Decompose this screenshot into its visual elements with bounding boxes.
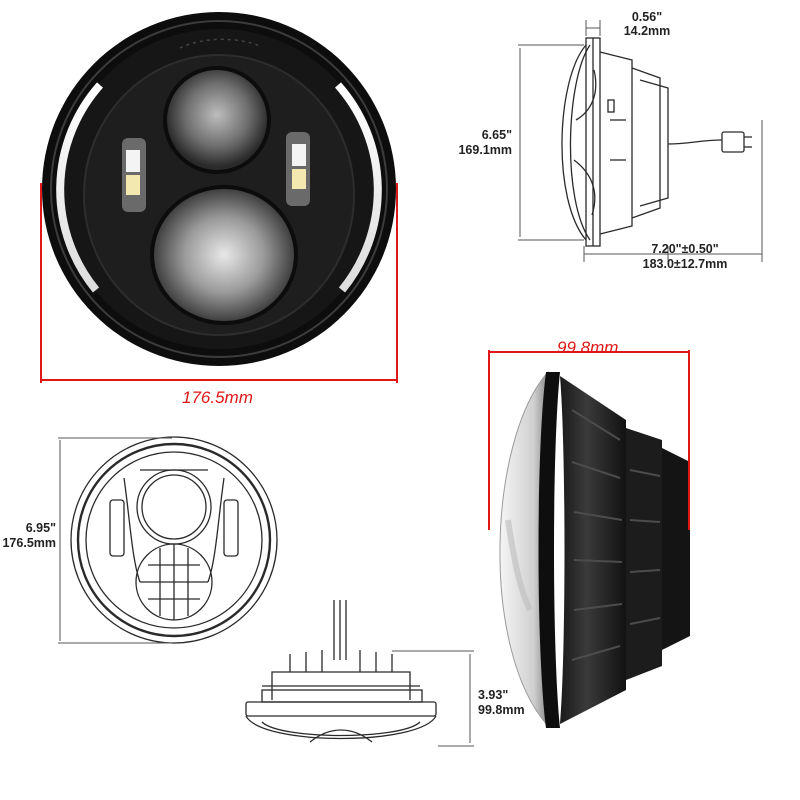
front-width-label: 176.5mm — [182, 388, 253, 407]
high-beam-lens — [165, 68, 269, 172]
side-housing — [560, 376, 626, 724]
bezel-depth-inches: 0.56" — [631, 10, 663, 24]
side-height-inches: 6.65" — [481, 128, 512, 142]
top-line-drawing — [245, 600, 437, 743]
side-drawing-dimensions — [518, 20, 763, 262]
front-diameter-inches: 6.95" — [25, 521, 56, 535]
side-depth-mm: 183.0±12.7mm — [642, 257, 728, 271]
top-depth-mm: 99.8mm — [478, 703, 525, 717]
side-depth-inches: 7.20"±0.50" — [651, 242, 719, 256]
halo-ring-right — [335, 82, 382, 293]
low-beam-lens — [152, 187, 296, 323]
front-line-drawing — [70, 436, 278, 644]
front-view-photo — [42, 12, 396, 366]
side-depth-label: 99.8mm — [557, 338, 619, 357]
front-drawing-dimension — [58, 437, 172, 644]
side-depth-dimension — [488, 350, 690, 530]
halo-ring-left — [56, 82, 103, 293]
bezel-depth-mm: 14.2mm — [623, 24, 671, 38]
side-view-photo — [499, 370, 690, 728]
top-depth-inches: 3.93" — [478, 688, 509, 702]
top-drawing-dimension — [392, 650, 474, 747]
side-height-mm: 169.1mm — [458, 143, 512, 157]
side-lens-dome — [499, 370, 549, 728]
side-view-drawing — [561, 37, 752, 247]
front-diameter-mm: 176.5mm — [2, 536, 56, 550]
front-width-dimension — [40, 183, 398, 383]
